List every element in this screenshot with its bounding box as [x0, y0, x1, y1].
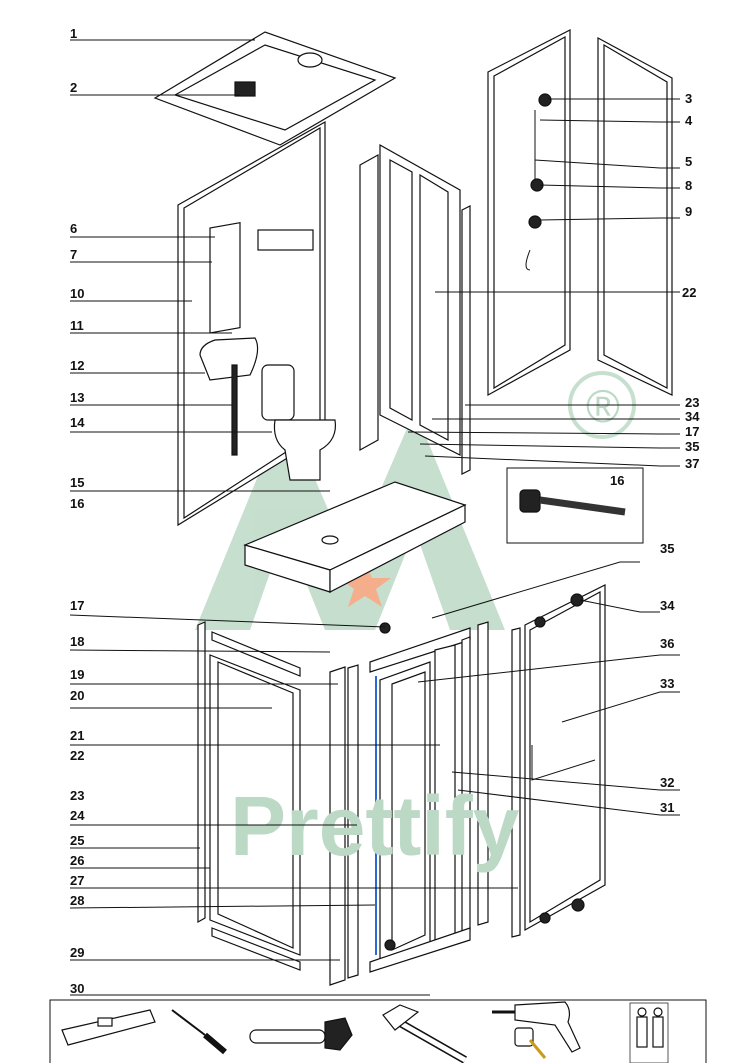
part-label-18: 18	[70, 634, 84, 649]
part-label-19: 19	[70, 667, 84, 682]
leader-line-35	[419, 443, 680, 449]
part-label-27: 27	[70, 873, 84, 888]
part-label-26: 26	[70, 853, 84, 868]
watermark-text: Prettify	[230, 779, 520, 873]
leader-line-8	[539, 184, 680, 189]
leader-line-33	[561, 691, 680, 723]
part-label-25: 25	[70, 833, 84, 848]
tape-and-drill-icon	[492, 1001, 581, 1059]
part-label-6: 6	[70, 221, 77, 236]
part-label-24: 24	[70, 808, 85, 823]
leader-line-34	[579, 599, 660, 613]
leader-line-32	[451, 771, 680, 791]
leader-line-17	[69, 614, 386, 628]
part-label-17: 17	[70, 598, 84, 613]
left-wall-panel	[177, 120, 337, 527]
part-label-23: 23	[685, 395, 699, 410]
part-label-13: 13	[70, 390, 84, 405]
shower-tray	[243, 481, 467, 593]
adjustable-wrench-icon	[249, 1017, 353, 1051]
part-label-1: 1	[70, 26, 77, 41]
part-label-31: 31	[660, 800, 674, 815]
leader-line-35	[431, 561, 640, 619]
part-label-12: 12	[70, 358, 84, 373]
part-label-34: 34	[660, 598, 675, 613]
watermark-star-icon	[339, 560, 391, 607]
part-label-17: 17	[685, 424, 699, 439]
part-label-16: 16	[70, 496, 84, 511]
watermark-text-layer: Prettify ®	[230, 380, 620, 873]
two-persons-icon	[629, 1002, 669, 1063]
part-label-2: 2	[70, 80, 77, 95]
part-label-36: 36	[660, 636, 674, 651]
part-label-22: 22	[682, 285, 696, 300]
part-label-20: 20	[70, 688, 84, 703]
part-label-14: 14	[70, 415, 85, 430]
part-label-23: 23	[70, 788, 84, 803]
leader-line-36	[417, 654, 680, 683]
hammer-icon	[382, 1004, 467, 1063]
upper-door-assembly	[359, 143, 471, 475]
part-label-35: 35	[685, 439, 699, 454]
leader-lines	[69, 39, 680, 996]
part-label-22: 22	[70, 748, 84, 763]
part-label-11: 11	[70, 318, 84, 333]
leader-line-5	[534, 159, 680, 169]
part-label-8: 8	[685, 178, 692, 193]
inset-label: 16	[610, 473, 624, 488]
leader-line-4	[539, 119, 680, 123]
leader-line-9	[539, 217, 680, 221]
right-wall-panels	[487, 29, 673, 397]
part-labels: 1267101112131415163458922233417353717181…	[70, 26, 700, 996]
part-label-3: 3	[685, 91, 692, 106]
part-label-7: 7	[70, 247, 77, 262]
registered-mark: ®	[586, 380, 620, 432]
tools-box	[49, 999, 707, 1063]
leader-line-17	[407, 431, 680, 435]
drain-pipe-icon	[519, 489, 626, 516]
part-label-34: 34	[685, 409, 700, 424]
spirit-level-icon	[61, 1009, 156, 1046]
part-label-10: 10	[70, 286, 84, 301]
lower-door-assembly	[197, 584, 606, 986]
ceiling-panel	[153, 31, 397, 146]
screwdriver-icon	[171, 1009, 227, 1055]
part-label-37: 37	[685, 456, 699, 471]
part-label-4: 4	[685, 113, 693, 128]
part-label-33: 33	[660, 676, 674, 691]
part-label-5: 5	[685, 154, 692, 169]
part-label-21: 21	[70, 728, 84, 743]
part-label-32: 32	[660, 775, 674, 790]
part-label-30: 30	[70, 981, 84, 996]
leader-line-28	[69, 904, 376, 909]
leader-line-18	[69, 649, 331, 653]
part-label-29: 29	[70, 945, 84, 960]
part-label-9: 9	[685, 204, 692, 219]
part-label-15: 15	[70, 475, 84, 490]
leader-line-37	[424, 455, 680, 467]
part-label-28: 28	[70, 893, 84, 908]
leader-line-31	[457, 789, 680, 816]
part-label-35: 35	[660, 541, 674, 556]
